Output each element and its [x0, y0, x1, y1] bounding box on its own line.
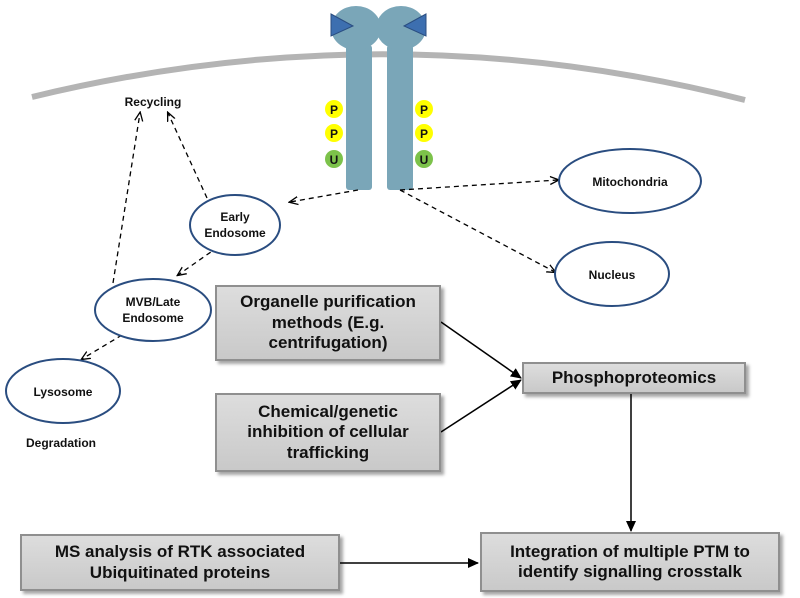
integration-box-line: identify signalling crosstalk — [518, 562, 742, 581]
arrow-receptor-to-mitochondria — [399, 180, 558, 191]
chemical-inhibition-box: Chemical/genetic inhibition of cellular … — [215, 393, 441, 472]
chemical-box-line: Chemical/genetic — [258, 401, 398, 421]
ms-box-line: Ubiquitinated proteins — [89, 562, 271, 582]
integration-box-line: Integration of multiple PTM to — [510, 541, 750, 561]
arrow-organelle-to-phospho — [440, 321, 522, 379]
phospho-mark-label: P — [330, 127, 338, 141]
mitochondria — [558, 148, 702, 214]
chemical-box-line: inhibition of cellular — [247, 422, 409, 442]
arrow-chemical-to-phospho — [440, 379, 522, 433]
lysosome-label: Lysosome — [34, 385, 93, 399]
ms-box-line: MS analysis of RTK associated — [54, 542, 306, 562]
ubiquitin-mark — [415, 150, 433, 168]
receptor-dimer — [330, 6, 427, 190]
phospho-mark — [415, 124, 433, 142]
early-endosome-label: Early — [220, 210, 250, 224]
early-endosome-label: Endosome — [204, 226, 266, 240]
phospho-mark-label: P — [330, 103, 338, 117]
ubiquitin-mark-label: U — [420, 153, 429, 167]
mvb-label: Endosome — [122, 311, 184, 325]
chemical-box-line: trafficking — [286, 442, 370, 462]
organelle-box-line: Organelle purification — [240, 292, 416, 312]
organelle-box-line: methods (E.g. — [271, 312, 385, 332]
receptor-head-left — [331, 6, 381, 50]
arrow-receptor-to-early-endosome — [290, 189, 359, 202]
organelle-box-line: centrifugation) — [268, 333, 388, 353]
ligand-icon-right — [402, 13, 427, 37]
degradation-label: Degradation — [26, 436, 96, 450]
phospho-mark — [325, 124, 343, 142]
phospho-mark-label: P — [420, 127, 428, 141]
arrow-early-endosome-to-recycling — [168, 113, 208, 199]
ubiquitin-mark — [325, 150, 343, 168]
arrow-mvb-to-recycling — [112, 113, 140, 284]
mvb-late-endosome — [94, 278, 212, 342]
arrow-mvb-to-lysosome — [82, 334, 123, 359]
ptm-marks: P P U P P U — [325, 100, 433, 168]
receptor-stem-right — [387, 45, 413, 190]
ubiquitin-mark-label: U — [330, 153, 339, 167]
phospho-mark — [415, 100, 433, 118]
nucleus-label: Nucleus — [589, 268, 636, 282]
phospho-mark — [325, 100, 343, 118]
phospho-mark-label: P — [420, 103, 428, 117]
arrow-receptor-to-nucleus — [399, 189, 555, 272]
phosphoproteomics-box: Phosphoproteomics — [522, 362, 746, 394]
receptor-stem-left — [346, 45, 372, 190]
arrow-early-endosome-to-mvb — [178, 246, 219, 275]
ligand-icon-left — [330, 13, 355, 37]
lysosome — [5, 358, 121, 424]
ms-analysis-box: MS analysis of RTK associated Ubiquitina… — [20, 534, 340, 591]
early-endosome — [189, 194, 281, 256]
phosphoproteomics-label: Phosphoproteomics — [551, 367, 717, 387]
organelle-purification-box: Organelle purification methods (E.g. cen… — [215, 285, 441, 361]
mitochondria-label: Mitochondria — [592, 175, 668, 189]
mvb-label: MVB/Late — [126, 295, 181, 309]
nucleus — [554, 241, 670, 307]
recycling-label: Recycling — [125, 95, 182, 109]
receptor-head-right — [376, 6, 426, 50]
integration-box: Integration of multiple PTM to identify … — [480, 532, 780, 592]
